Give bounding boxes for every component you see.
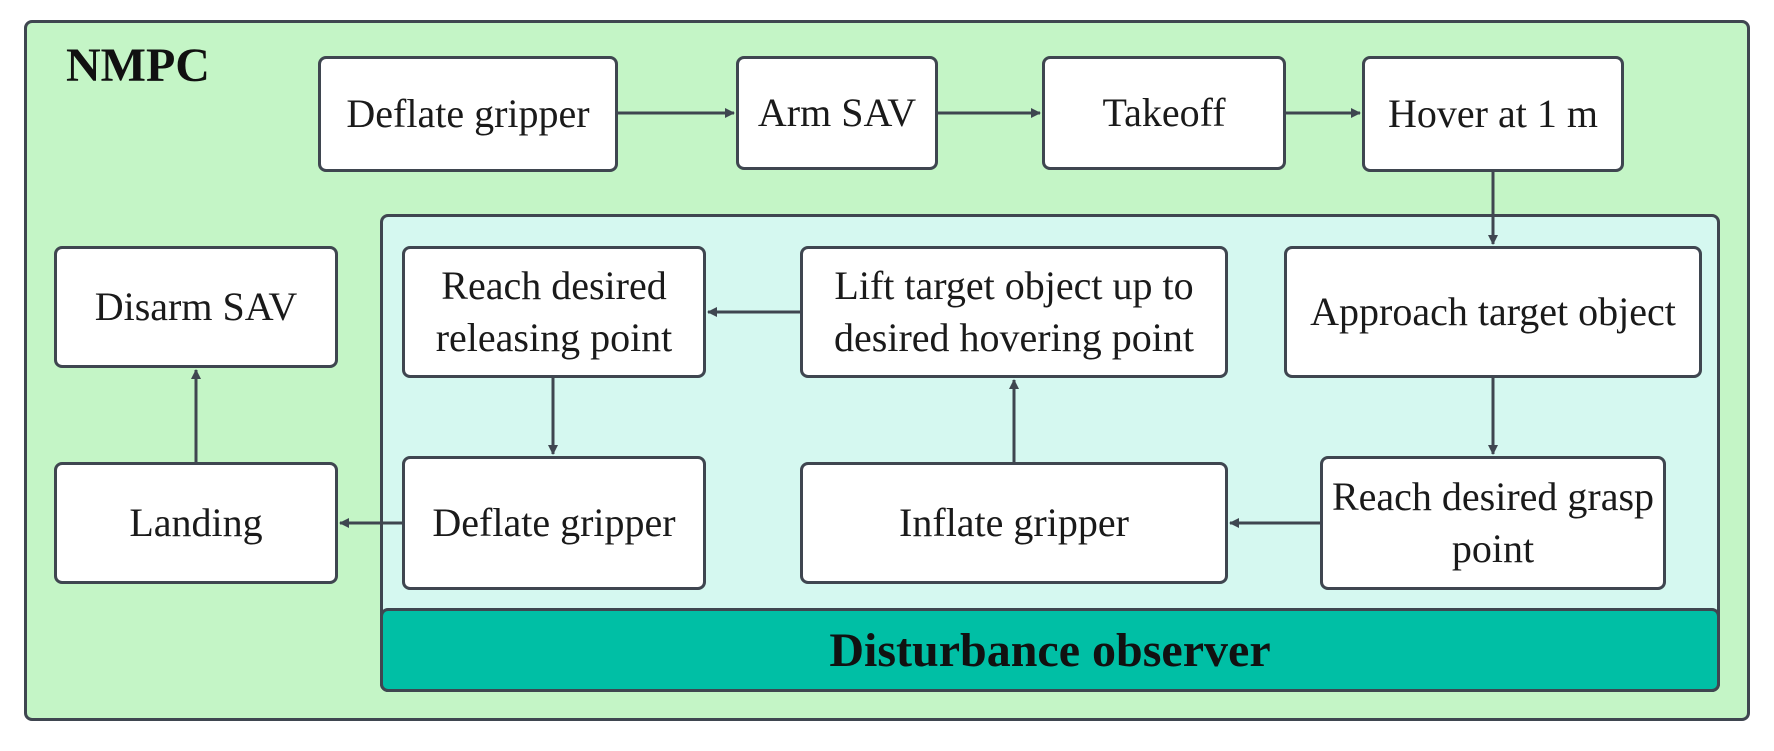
disarm-sav-box: Disarm SAV [54,246,338,368]
arm-sav-box: Arm SAV [736,56,938,170]
reach-release-point-box: Reach desired releasing point [402,246,706,378]
landing-box: Landing [54,462,338,584]
nmpc-label: NMPC [66,39,210,92]
deflate-gripper-top-box: Deflate gripper [318,56,618,172]
reach-grasp-point-box: Reach desired grasp point [1320,456,1666,590]
takeoff-box: Takeoff [1042,56,1286,170]
disturbance-observer-bar: Disturbance observer [380,608,1720,692]
hover-box: Hover at 1 m [1362,56,1624,172]
inflate-gripper-box: Inflate gripper [800,462,1228,584]
deflate-gripper-bottom-box: Deflate gripper [402,456,706,590]
approach-target-box: Approach target object [1284,246,1702,378]
lift-object-box: Lift target object up to desired hoverin… [800,246,1228,378]
